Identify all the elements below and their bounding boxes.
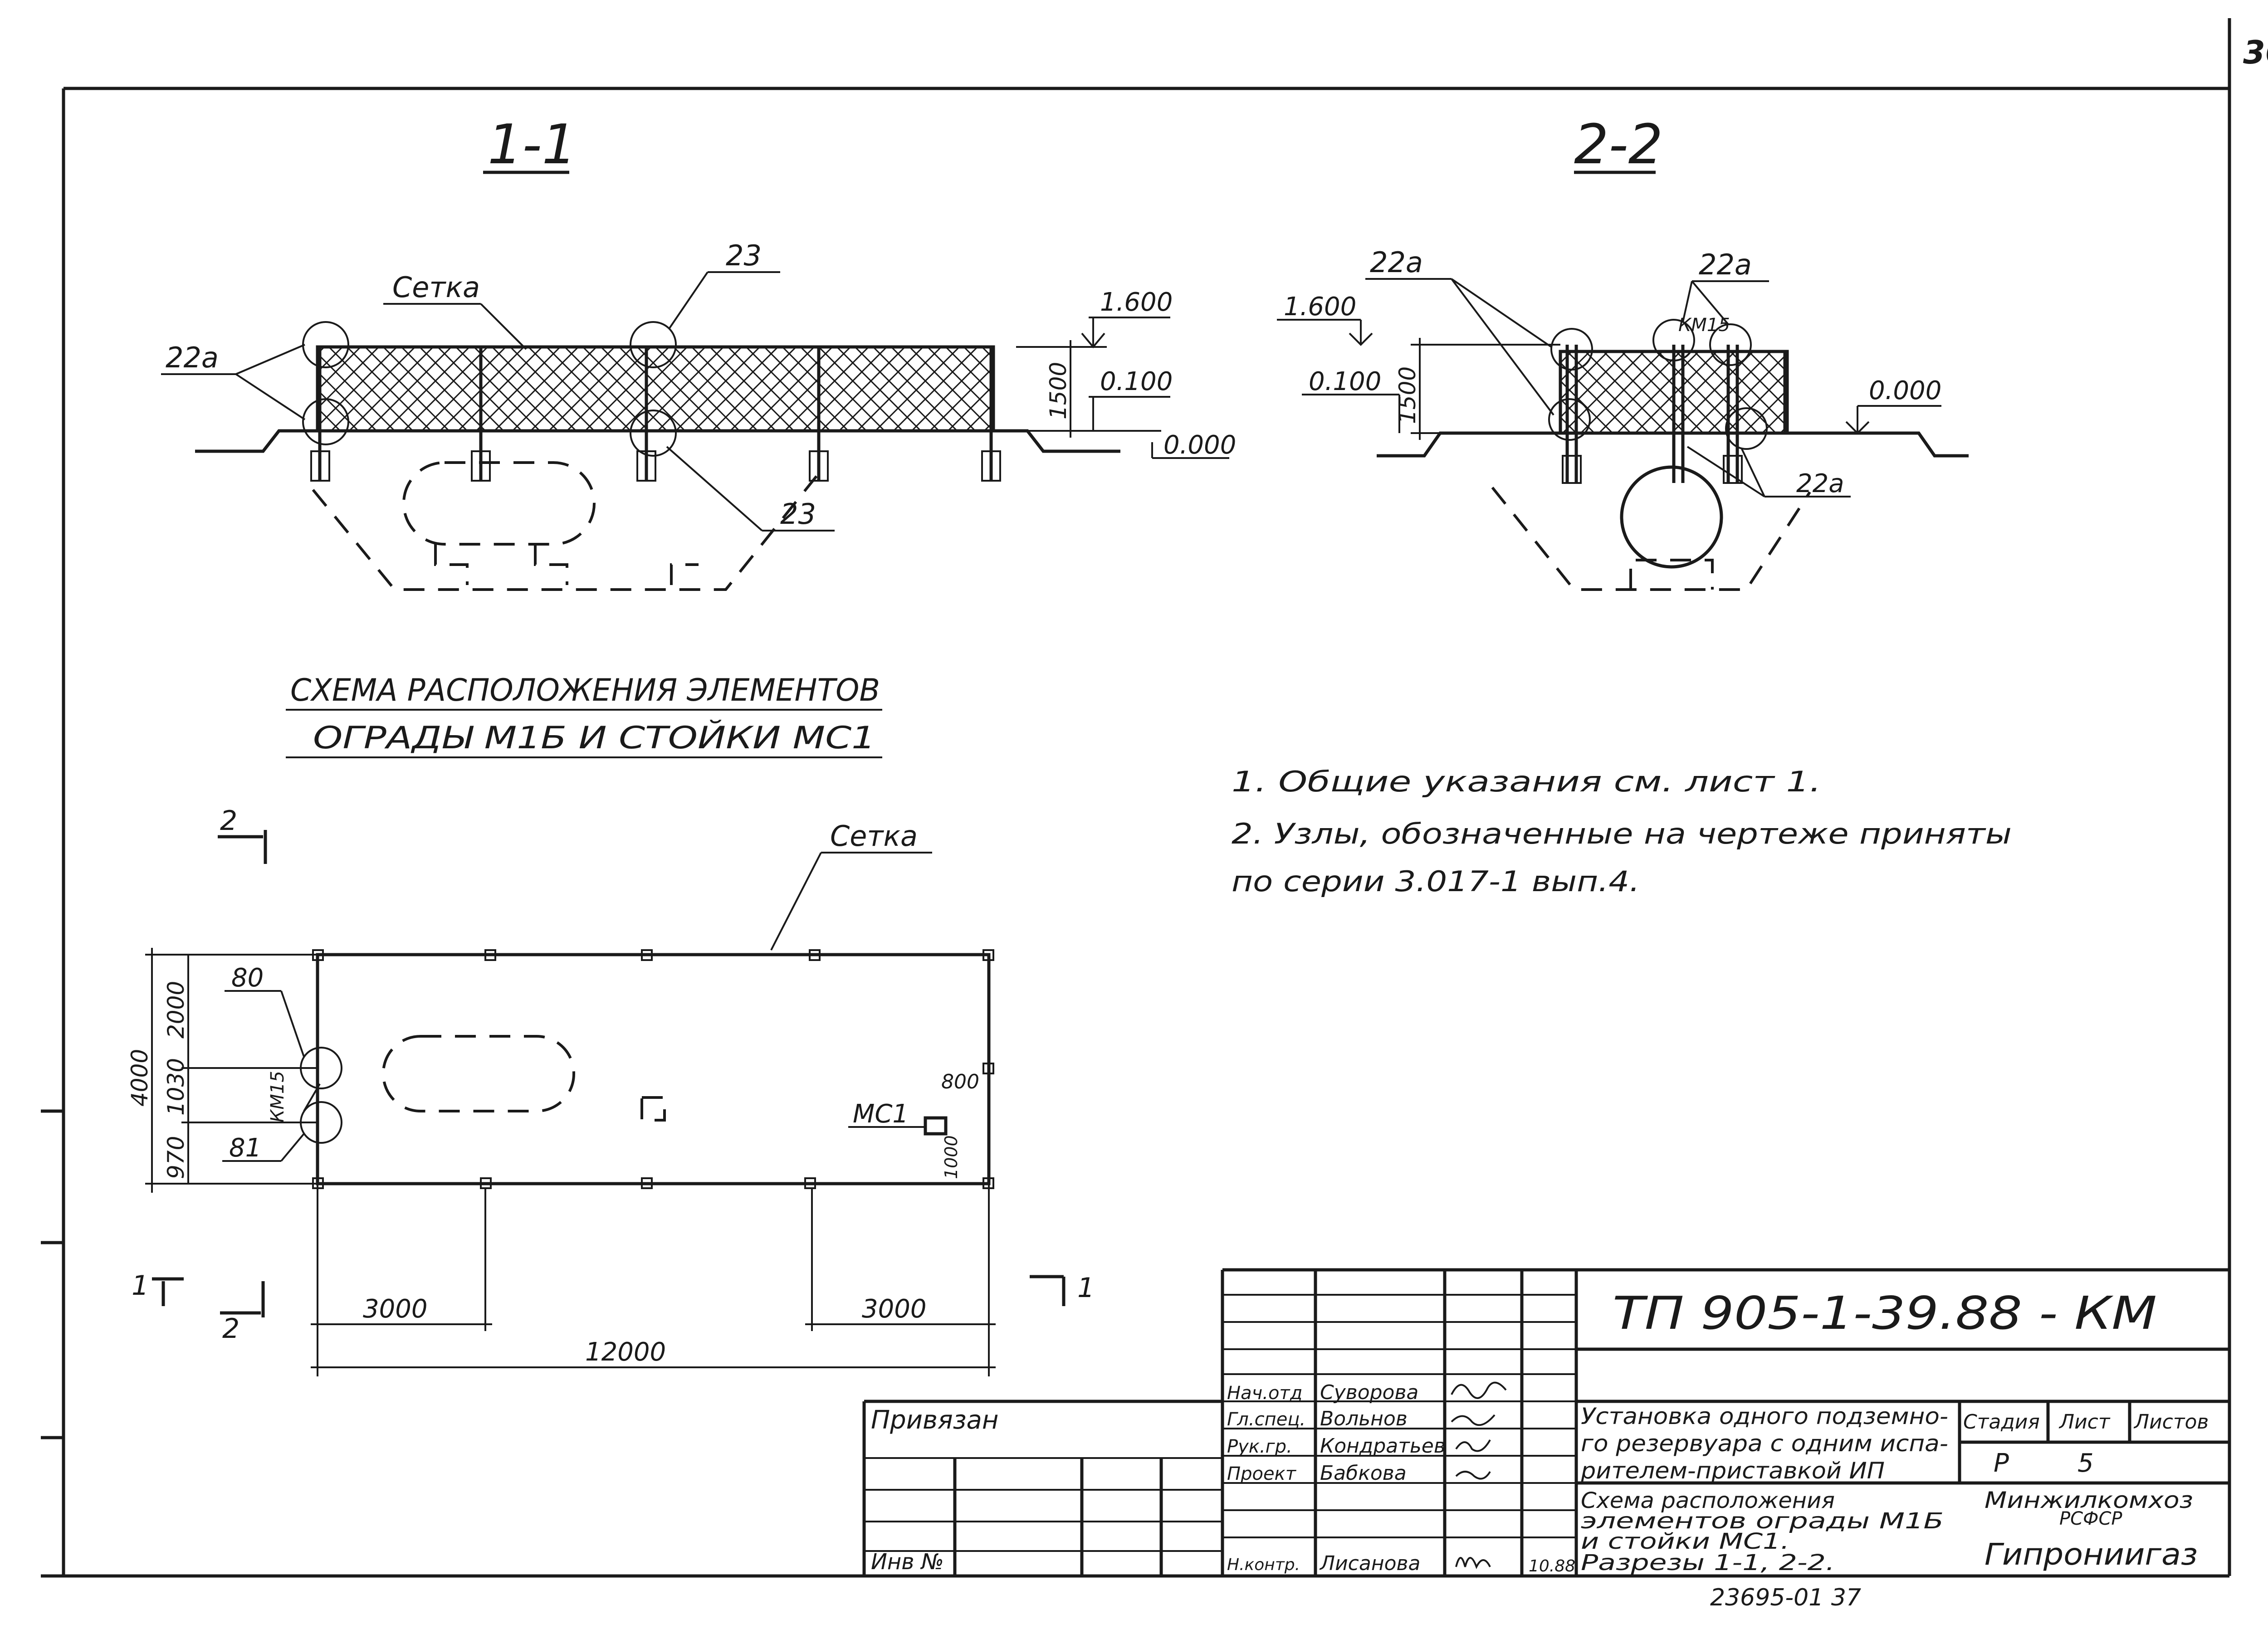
name-0: Суворова <box>1320 1381 1418 1404</box>
cut-2-top: 2 <box>220 805 237 837</box>
section-2-22a-left-label: 22а <box>1370 246 1423 279</box>
section-1-level-zero: 0.000 <box>1163 430 1236 460</box>
section-1-23-top-label: 23 <box>726 239 762 272</box>
section-2-level-mid: 0.100 <box>1309 367 1381 396</box>
section-2-km15-label: КМ15 <box>1678 315 1730 336</box>
section-1-22a-label: 22а <box>166 341 219 374</box>
title-block: ТП 905-1-39.88 - КМ Привязан Инв № Нач.о… <box>862 1268 2229 1611</box>
plan-1000-label: 1000 <box>941 1135 961 1179</box>
role-0: Нач.отд <box>1227 1383 1302 1404</box>
sheet-title-line-4: Разрезы 1-1, 2-2. <box>1581 1550 1835 1575</box>
plan-dim-970: 970 <box>163 1136 189 1179</box>
plan-dim-2000: 2000 <box>163 981 189 1039</box>
section-2-2: 2-2 22а 22а <box>1277 113 1969 591</box>
sheet-title-line-2: элементов ограды М1Б <box>1581 1508 1944 1534</box>
sheets-header: Листов <box>2133 1410 2209 1434</box>
stage-value: Р <box>1994 1449 2009 1478</box>
description-line-3: рителем-приставкой ИП <box>1580 1458 1885 1484</box>
scheme-title: СХЕМА РАСПОЛОЖЕНИЯ ЭЛЕМЕНТОВ ОГРАДЫ М1Б … <box>286 673 882 758</box>
section-2-height-dim: 1500 <box>1394 366 1421 424</box>
section-1-title: 1-1 <box>488 113 577 176</box>
doc-number: 23695-01 37 <box>1710 1584 1861 1611</box>
plan-dim-4000: 4000 <box>127 1049 153 1107</box>
section-2-22a-bottom-label: 22а <box>1796 469 1844 498</box>
plan-dim-3000-right: 3000 <box>862 1294 927 1324</box>
section-2-title: 2-2 <box>1574 113 1663 176</box>
role-2: Рук.гр. <box>1227 1436 1292 1457</box>
org-line-2: РСФСР <box>2059 1508 2122 1529</box>
plan-dim-1030: 1030 <box>163 1058 189 1116</box>
org-line-1: Минжилкомхоз <box>1984 1487 2193 1513</box>
org-name: Гипрониигаз <box>1984 1537 2198 1572</box>
section-1-setka-label: Сетка <box>392 271 480 304</box>
name-4: Лисанова <box>1319 1552 1420 1575</box>
date: 10.88 <box>1529 1557 1575 1575</box>
plan-setka-label: Сетка <box>830 819 918 853</box>
stage-header: Стадия <box>1963 1410 2040 1434</box>
cut-2-bottom: 2 <box>222 1313 240 1345</box>
plan-km15-label: КМ15 <box>267 1071 288 1122</box>
name-1: Вольнов <box>1320 1407 1408 1430</box>
plan-80-label: 80 <box>231 963 264 993</box>
signatures <box>1451 1381 1507 1569</box>
section-1-level-mid: 0.100 <box>1100 367 1173 396</box>
section-2-level-zero: 0.000 <box>1869 376 1941 405</box>
section-1-height-dim: 1500 <box>1045 362 1071 419</box>
section-1-level-top: 1.600 <box>1100 288 1173 317</box>
name-2: Кондратьев <box>1320 1434 1446 1458</box>
cut-1-right: 1 <box>1077 1272 1095 1304</box>
sheet-frame <box>41 18 2231 1578</box>
name-3: Бабкова <box>1320 1462 1407 1485</box>
scheme-title-line2: ОГРАДЫ М1Б И СТОЙКИ МС1 <box>313 720 875 756</box>
role-1: Гл.спец. <box>1227 1409 1305 1430</box>
sheet-value: 5 <box>2077 1449 2094 1478</box>
sheet-number: 36 <box>2243 34 2268 71</box>
section-2-22a-right-label: 22а <box>1699 248 1752 281</box>
inv-no-label: Инв № <box>871 1549 944 1575</box>
scheme-title-line1: СХЕМА РАСПОЛОЖЕНИЯ ЭЛЕМЕНТОВ <box>290 673 880 708</box>
plan-dim-12000: 12000 <box>585 1337 666 1367</box>
sheet-title-line-3: и стойки МС1. <box>1581 1529 1789 1554</box>
section-2-level-top: 1.600 <box>1284 292 1356 322</box>
role-4: Н.контр. <box>1227 1556 1300 1574</box>
project-code: ТП 905-1-39.88 - КМ <box>1613 1287 2157 1340</box>
fence-mesh-1 <box>316 345 995 433</box>
privyazan-label: Привязан <box>871 1405 998 1435</box>
cut-1-left: 1 <box>132 1270 149 1302</box>
note-1: 1. Общие указания см. лист 1. <box>1232 765 1821 798</box>
plan-mc1-label: МС1 <box>853 1099 909 1129</box>
description-line-2: го резервуара с одним испа- <box>1581 1430 1948 1457</box>
section-1-23-bottom-label: 23 <box>780 498 816 531</box>
note-2-cont: по серии 3.017-1 вып.4. <box>1232 865 1640 898</box>
fence-plan: Сетка 80 81 КМ15 800 1000 МС1 4000 2000 … <box>127 805 1095 1376</box>
note-2: 2. Узлы, обозначенные на чертеже приняты <box>1232 817 2012 850</box>
section-1-1: 1-1 <box>161 113 1236 591</box>
description-line-1: Установка одного подземно- <box>1581 1403 1948 1429</box>
general-notes: 1. Общие указания см. лист 1. 2. Узлы, о… <box>1232 765 2012 898</box>
sheet-header: Лист <box>2058 1410 2111 1434</box>
role-3: Проект <box>1227 1463 1297 1484</box>
plan-800-label: 800 <box>941 1070 979 1093</box>
plan-dim-3000-left: 3000 <box>363 1294 428 1324</box>
sheet-title-line-1: Схема расположения <box>1581 1488 1835 1513</box>
plan-81-label: 81 <box>229 1133 261 1163</box>
